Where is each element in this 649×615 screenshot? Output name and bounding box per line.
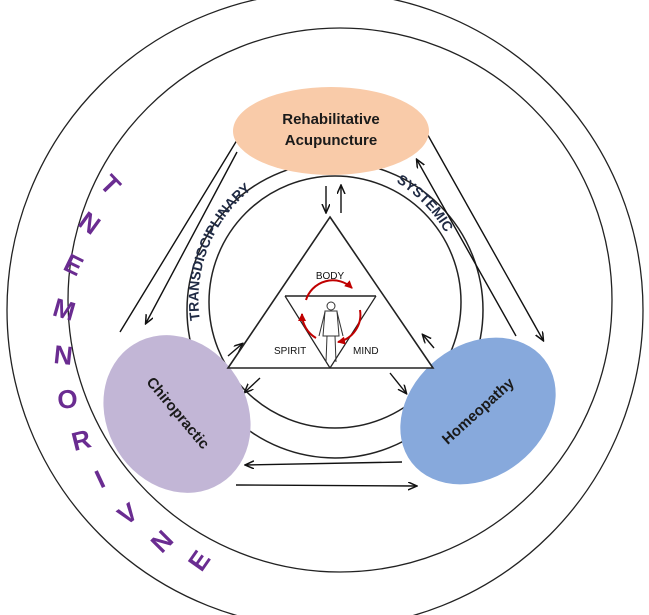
inner-arrows bbox=[227, 186, 435, 393]
arrow-left-out bbox=[245, 377, 261, 392]
env-letter: I bbox=[90, 464, 109, 494]
arrow-right-in bbox=[423, 335, 435, 349]
acupuncture-label-2: Acupuncture bbox=[285, 132, 378, 149]
acupuncture-node bbox=[233, 87, 429, 175]
arrow-right-out bbox=[389, 372, 406, 393]
spirit-label: SPIRIT bbox=[274, 346, 306, 357]
human-figure bbox=[318, 301, 344, 363]
env-letter: N bbox=[73, 205, 106, 240]
environment-outer-circle bbox=[6, 0, 644, 615]
systemic-label: SYSTEMIC bbox=[394, 171, 456, 234]
triangle-divider-right bbox=[329, 295, 377, 369]
env-letter: O bbox=[56, 383, 78, 414]
triangle-outline bbox=[226, 215, 435, 369]
arrow-acu-to-chiro bbox=[146, 151, 238, 323]
env-letter: R bbox=[68, 423, 94, 457]
acupuncture-label-1: Rehabilitative bbox=[282, 111, 380, 128]
mind-label: MIND bbox=[353, 346, 379, 357]
body-mind-spirit-triangle: BODY SPIRIT MIND bbox=[226, 215, 435, 369]
cycle-arrows bbox=[298, 279, 362, 345]
systemic-text: SYSTEMIC bbox=[394, 171, 456, 234]
systemic-circle bbox=[208, 175, 462, 429]
body-label: BODY bbox=[316, 271, 345, 282]
chiropractic-node bbox=[103, 335, 251, 493]
arrow-left-in bbox=[227, 344, 242, 357]
homeopathy-node bbox=[400, 337, 556, 485]
env-letter: N bbox=[145, 524, 179, 558]
env-letter: V bbox=[112, 496, 144, 531]
env-letter: M bbox=[50, 292, 79, 327]
env-letter: N bbox=[52, 339, 74, 371]
env-letter: E bbox=[182, 545, 217, 576]
arrow-homeo-to-chiro bbox=[246, 462, 403, 465]
environment-inner-circle bbox=[67, 27, 613, 573]
arrow-chiro-to-acu bbox=[119, 127, 245, 333]
arrow-chiro-to-homeo bbox=[235, 485, 416, 486]
arrow-acu-to-homeo bbox=[424, 129, 543, 340]
arrow-homeo-to-acu bbox=[417, 160, 517, 337]
outer-arrows bbox=[119, 127, 543, 486]
env-letter: E bbox=[59, 247, 88, 282]
